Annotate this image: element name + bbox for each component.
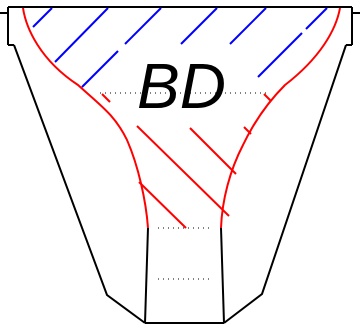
inner-stem-right: [220, 227, 225, 324]
red-boundary-right: [220, 7, 341, 229]
blue-hatch-line: [180, 7, 218, 45]
blue-hatch-line: [54, 7, 109, 63]
region-label: BD: [137, 50, 226, 122]
blue-hatch-line: [32, 7, 53, 28]
blue-hatch-line: [124, 7, 162, 45]
dotted-lines: [100, 92, 270, 280]
blue-hatch-line: [257, 32, 303, 78]
blue-hatch-line: [305, 7, 328, 30]
red-hatch-line: [138, 181, 187, 229]
vessel-outline: [0, 6, 360, 324]
red-hatch-line: [101, 93, 111, 103]
blue-hatch-line: [229, 7, 267, 45]
blue-hatching: [32, 7, 328, 88]
blue-hatch-line: [81, 50, 119, 88]
inner-stem-left: [144, 227, 149, 324]
red-hatch-line: [189, 127, 237, 175]
red-hatch-line: [243, 126, 252, 135]
red-hatch-line: [263, 93, 272, 102]
red-hatching: [101, 93, 272, 229]
outer-left-wall: [13, 44, 146, 324]
outer-right-wall: [223, 44, 347, 324]
red-hatch-line: [136, 125, 230, 217]
